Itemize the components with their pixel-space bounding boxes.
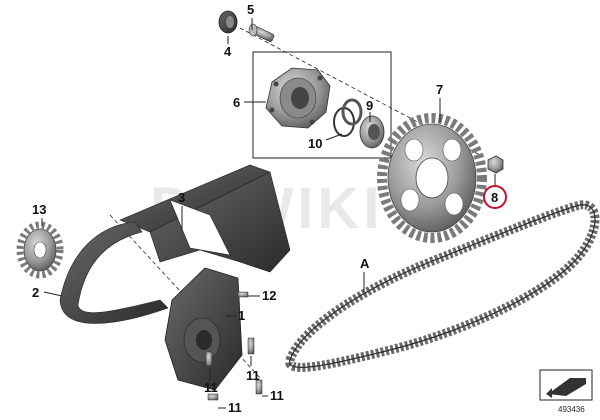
bearing-part-9 <box>359 115 385 149</box>
label-part-2: 2 <box>32 285 39 300</box>
label-part-11-b: 11 <box>270 388 284 403</box>
label-part-5: 5 <box>247 2 254 17</box>
label-part-6: 6 <box>233 95 240 110</box>
sprocket-cover-part-1 <box>164 267 243 391</box>
label-part-4: 4 <box>224 44 232 59</box>
label-part-3: 3 <box>178 190 185 205</box>
cap-part-4 <box>218 10 238 34</box>
hub-flange-part-6 <box>265 67 331 129</box>
front-sprocket-part-13 <box>16 221 64 279</box>
reference-number: 493436 <box>558 405 585 414</box>
bolts-part-11 <box>205 337 263 401</box>
hub-assembly-frame <box>252 51 392 159</box>
label-part-8: 8 <box>491 190 498 205</box>
nut-part-8 <box>487 155 504 174</box>
rear-sprocket-part-7 <box>377 113 487 243</box>
chain-guide-part-2 <box>59 221 169 324</box>
label-part-10: 10 <box>308 136 322 151</box>
label-part-1: 1 <box>238 308 245 323</box>
spacer-ring <box>341 98 363 126</box>
label-part-11-a: 11 <box>246 368 260 383</box>
label-part-11-d: 11 <box>204 380 218 395</box>
label-part-13: 13 <box>32 202 46 217</box>
label-part-12: 12 <box>262 288 276 303</box>
highlight-ring-part-8 <box>483 185 507 209</box>
bolt-part-5 <box>248 23 275 42</box>
label-part-9: 9 <box>366 98 373 113</box>
bolt-part-12 <box>237 291 249 298</box>
reference-icon <box>539 369 593 401</box>
label-part-a: A <box>360 256 370 271</box>
label-part-7: 7 <box>436 82 443 97</box>
label-part-11-c: 11 <box>228 400 242 415</box>
chain-guard-part-3 <box>119 164 291 273</box>
